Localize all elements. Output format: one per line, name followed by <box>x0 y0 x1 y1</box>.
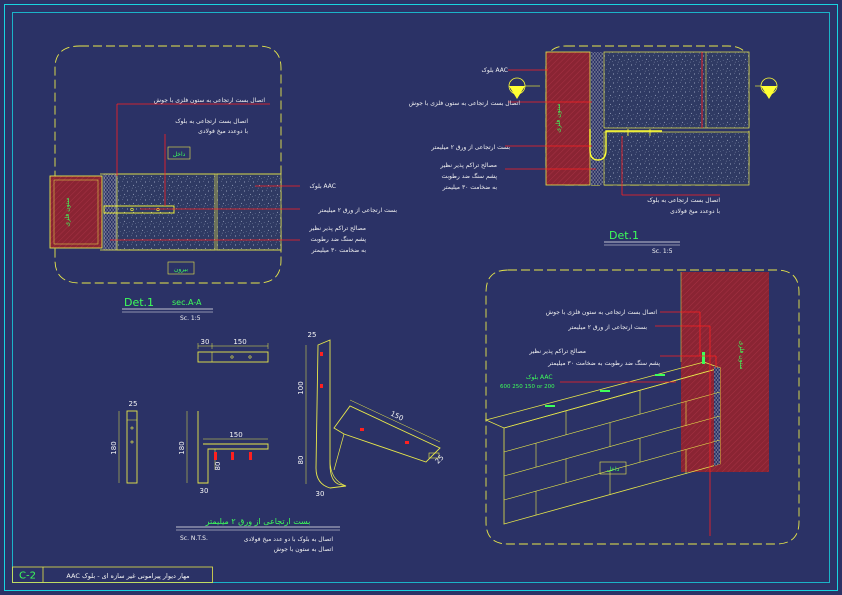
bracket-profile-elevation <box>589 129 662 161</box>
detail-iso-wall: ستون فلزی <box>484 269 800 545</box>
bracket-top-view <box>197 351 269 363</box>
bracket-detail-scale: Sc. N.T.S. <box>180 535 208 542</box>
dim-top-width: 150 <box>233 338 246 346</box>
dim-iso-height-lower: 80 <box>297 456 305 465</box>
dim-iso-length: 150 <box>389 410 405 423</box>
sheet-code: C-2 <box>19 571 36 582</box>
callout-wool-iso: پشم سنگ ضد رطوبت به ضخامت ۳۰ میلیمتر <box>547 359 660 367</box>
callout-compressible: مصالح تراکم پذیر نظیر <box>308 225 366 232</box>
elevation-detail-scale: Sc. 1:5 <box>652 248 673 255</box>
callout-block-elevation: اتصال بست ارتجاعی به بلوک <box>647 196 720 204</box>
dim-top-left: 30 <box>201 338 210 346</box>
plan-detail-title: Det.1 <box>124 296 154 309</box>
svg-text:A: A <box>515 79 520 87</box>
column-label-elevation: ستون فلزی <box>555 103 562 132</box>
bracket-iso-view <box>315 339 347 489</box>
inside-label: داخل <box>173 151 186 158</box>
elevation-detail-title: Det.1 <box>609 229 639 242</box>
column-label: ستون فلزی <box>64 197 71 226</box>
detail-elevation: ستون فلزی A A بل <box>409 45 778 255</box>
dim-side-top: 25 <box>129 400 138 408</box>
callout-block-connection: اتصال بست ارتجاعی به بلوک <box>175 117 248 125</box>
bracket-iso-arm <box>333 405 441 463</box>
iso-block-size: 600 250 150 or 200 <box>500 384 555 390</box>
mineral-wool <box>103 173 117 251</box>
detail-plan-section: ستون فلزی داخل بیرون اتصال بست ارتجاعی ب… <box>49 45 397 322</box>
callout-weld-elevation: اتصال بست ارتجاعی به ستون فلزی با جوش <box>409 100 521 107</box>
bracket-note-nails: اتصال به بلوک با دو عدد میخ فولادی <box>244 535 334 543</box>
callout-thickness-elevation: به ضخامت ۳۰ میلیمتر <box>442 184 498 191</box>
callout-aac-elevation: بلوک AAC <box>481 66 508 74</box>
callout-aac: بلوک AAC <box>309 182 336 190</box>
aac-block-2 <box>216 173 282 251</box>
section-marker-left: A <box>508 77 526 99</box>
dim-front-height: 180 <box>178 441 186 454</box>
plan-detail-scale: Sc. 1:5 <box>180 315 201 322</box>
steel-column-iso <box>681 272 769 472</box>
callout-wool-elevation: پشم سنگ ضد رطوبت <box>441 172 497 180</box>
svg-text:A: A <box>767 79 772 87</box>
bracket-plate <box>103 205 175 214</box>
callout-thickness: به ضخامت ۳۰ میلیمتر <box>311 247 367 254</box>
aac-block-1 <box>116 173 216 251</box>
aac-block-upper <box>603 51 750 129</box>
inside-label-iso: داخل <box>607 466 620 473</box>
callout-plate-iso: بست ارتجاعی از ورق ۲ میلیمتر <box>567 324 647 331</box>
callout-nails: با دوعدد میخ فولادی <box>198 128 248 135</box>
detail-bracket: 30 150 25 180 150 180 80 30 <box>110 331 446 553</box>
detail-boundary-plan <box>54 45 282 284</box>
dim-iso-bottom: 30 <box>316 490 325 498</box>
dim-side-height: 180 <box>110 441 118 454</box>
bracket-note-weld: اتصال به ستون با جوش <box>274 546 334 553</box>
callout-plate-elevation: بست ارتجاعی از ورق ۲ میلیمتر <box>430 144 510 151</box>
callout-weld-iso: اتصال بست ارتجاعی به ستون فلزی با جوش <box>546 309 658 316</box>
dim-iso-height-upper: 100 <box>297 381 305 394</box>
dim-front-small: 80 <box>214 462 222 471</box>
title-block: C-2 مهار دیوار پیرامونی غیر سازه ای - بل… <box>12 566 213 583</box>
steel-column-elevation <box>545 51 591 186</box>
dim-front-bottom: 30 <box>200 487 209 495</box>
mineral-wool-elevation <box>591 52 603 185</box>
callout-plate: بست ارتجاعی از ورق ۲ میلیمتر <box>317 207 397 214</box>
bracket-front-view <box>197 411 269 484</box>
dim-iso-end: 25 <box>434 454 446 466</box>
callout-compressible-elevation: مصالح تراکم پذیر نظیر <box>439 162 497 169</box>
iso-block-label: بلوک AAC <box>526 373 553 381</box>
sheet-title: مهار دیوار پیرامونی غیر سازه ای - بلوک A… <box>66 572 189 580</box>
column-label-iso: ستون فلزی <box>738 340 745 369</box>
bracket-detail-title: بست ارتجاعی از ورق ۲ میلیمتر <box>205 517 311 526</box>
callout-nails-elevation: با دوعدد میخ فولادی <box>670 208 720 215</box>
outside-label: بیرون <box>174 266 188 273</box>
bracket-side-view <box>126 410 138 484</box>
plan-detail-section: sec.A-A <box>172 298 202 307</box>
callout-weld: اتصال بست ارتجاعی به ستون فلزی با جوش <box>154 97 266 104</box>
sheet-inner-border <box>12 12 830 583</box>
dim-front-width: 150 <box>229 431 242 439</box>
section-marker-right: A <box>760 77 778 99</box>
detail-boundary-iso <box>485 269 800 545</box>
sheet-border <box>4 4 838 591</box>
dim-iso-top: 25 <box>308 331 317 339</box>
callout-wool: پشم سنگ ضد رطوبت <box>310 235 366 243</box>
steel-column <box>49 175 103 249</box>
aac-block-lower <box>603 131 750 186</box>
callout-compressible-iso: مصالح تراکم پذیر نظیر <box>528 348 586 355</box>
